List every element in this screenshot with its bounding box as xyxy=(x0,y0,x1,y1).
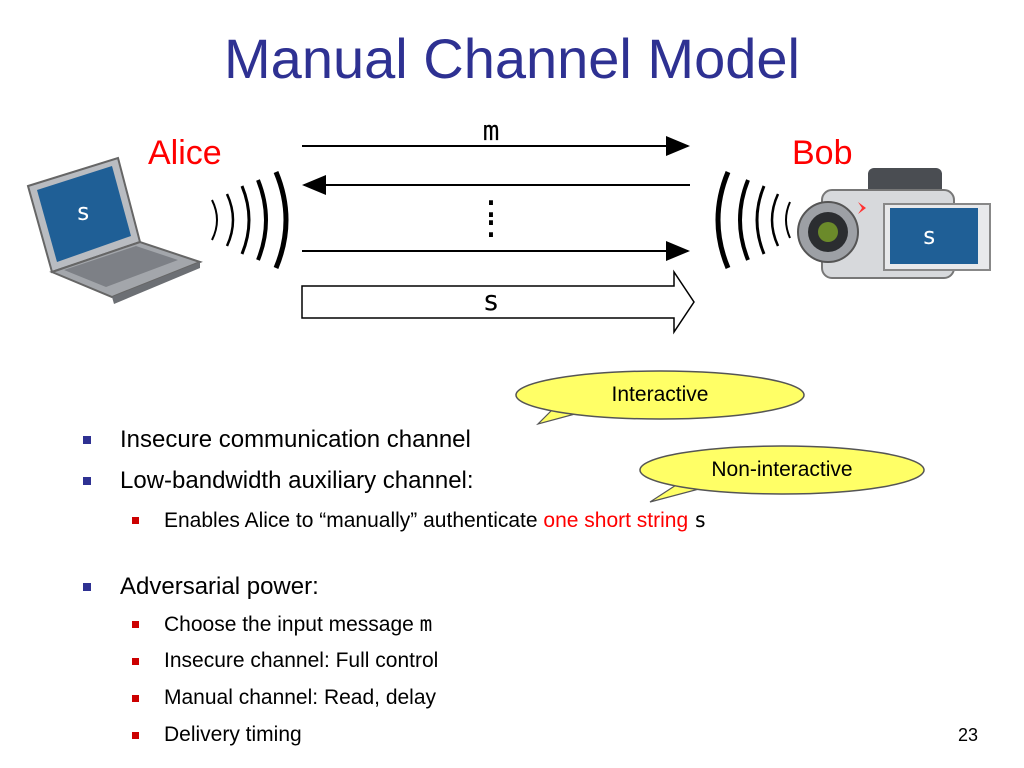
ellipsis-dots: :: xyxy=(481,187,501,245)
page-title: Manual Channel Model xyxy=(224,27,800,90)
sub-bullet-item: Enables Alice to “manually” authenticate… xyxy=(132,508,707,533)
bob-signal-waves-icon xyxy=(715,171,791,269)
laptop-screen-text: s xyxy=(76,198,91,226)
string-s-label: s xyxy=(482,284,500,317)
callouts-layer xyxy=(515,370,925,503)
sub-bullet-item: Insecure channel: Full control xyxy=(132,649,438,673)
camera-screen-text: s xyxy=(922,222,937,250)
message-m-label: m xyxy=(482,114,500,147)
bob-label: Bob xyxy=(792,134,853,172)
sub-bullet-item: Delivery timing xyxy=(132,723,302,747)
non-interactive-label: Non-interactive xyxy=(711,458,853,481)
bullet-item: Insecure communication channel xyxy=(80,426,471,454)
interactive-label: Interactive xyxy=(611,383,709,406)
slide-number: 23 xyxy=(957,725,978,745)
sub-bullet-item: Manual channel: Read, delay xyxy=(132,686,436,710)
camera-icon xyxy=(797,168,991,279)
laptop-icon xyxy=(26,156,203,304)
alice-signal-waves-icon xyxy=(211,171,289,269)
bullet-item: Adversarial power: xyxy=(80,573,319,601)
alice-label: Alice xyxy=(148,134,222,172)
sub-bullet-item: Choose the input message m xyxy=(132,612,432,637)
channel-diagram xyxy=(26,136,991,335)
bullet-item: Low-bandwidth auxiliary channel: xyxy=(80,467,474,495)
manual-channel-arrow xyxy=(301,269,695,335)
